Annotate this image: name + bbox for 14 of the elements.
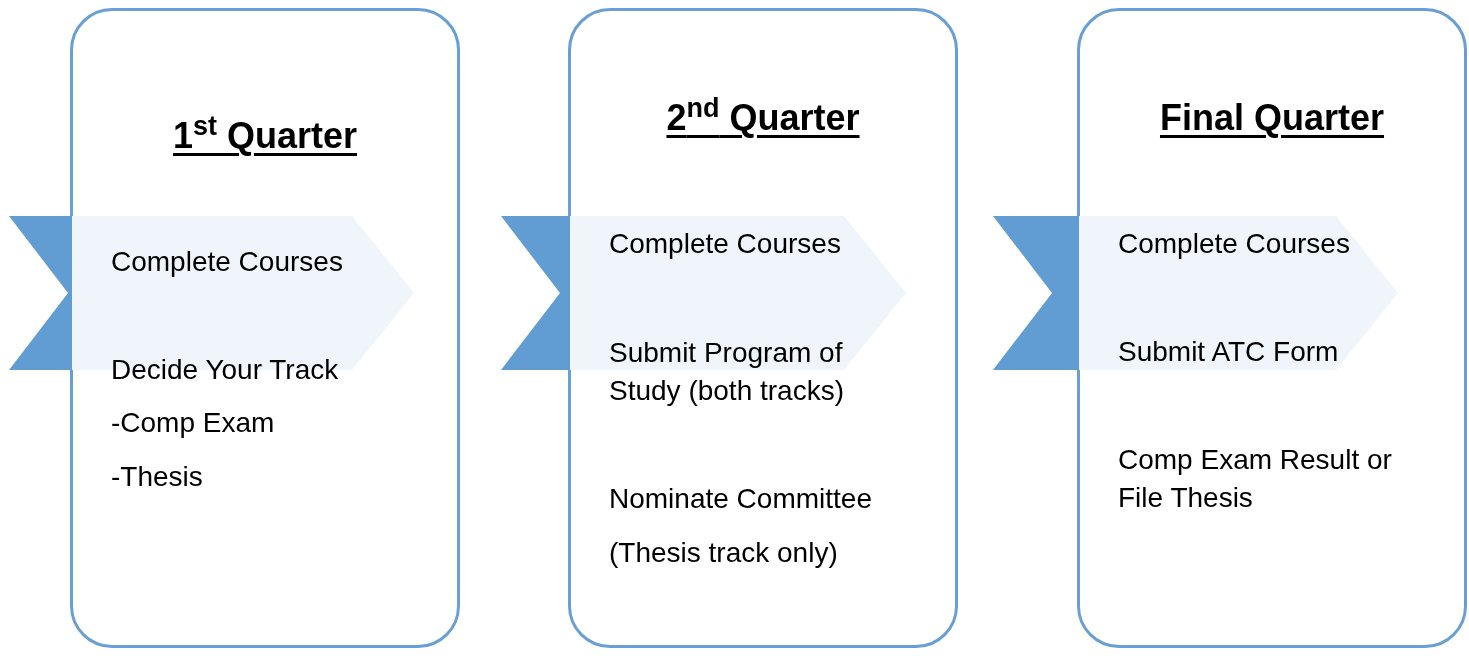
task-text: -Comp Exam — [111, 406, 276, 440]
card-heading: 1$^{st}$ Quarter — [172, 114, 358, 158]
card-heading: 2$^{nd}$ Quarter — [666, 96, 860, 140]
task-text: Comp Exam Result or File Thesis — [1118, 443, 1393, 515]
task-text: Decide Your Track — [111, 353, 340, 387]
task-text: Complete Courses — [609, 227, 842, 261]
task-text: (Thesis track only) — [609, 536, 839, 570]
task-text: -Thesis — [111, 460, 204, 494]
card-heading: Final Quarter — [1159, 96, 1385, 140]
task-text: Submit ATC Form — [1118, 335, 1340, 369]
task-text: Complete Courses — [1118, 227, 1351, 261]
task-text: Submit Program of Study (both tracks) — [609, 336, 845, 408]
task-text: Nominate Committee — [609, 482, 873, 516]
task-text: Complete Courses — [111, 245, 344, 279]
